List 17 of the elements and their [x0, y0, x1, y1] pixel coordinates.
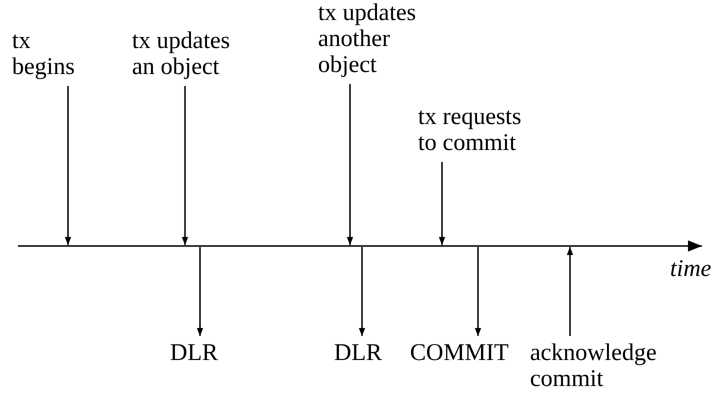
event-label: tx updates an object	[132, 28, 250, 80]
arrow	[196, 247, 204, 336]
arrow	[438, 162, 446, 245]
event-label: DLR	[334, 340, 394, 366]
event-label: acknowledge commit	[530, 340, 670, 392]
arrow	[182, 86, 188, 245]
event-label: DLR	[170, 340, 230, 366]
event-label: tx requests to commit	[418, 104, 542, 156]
arrow	[566, 247, 574, 336]
arrow	[358, 247, 366, 336]
event-label: tx begins	[12, 28, 92, 80]
event-label: tx updates another object	[318, 0, 436, 78]
arrow	[64, 86, 72, 245]
event-label: COMMIT	[410, 340, 520, 366]
axis-label: time	[670, 256, 712, 282]
arrow	[346, 84, 354, 245]
arrow	[474, 247, 482, 336]
